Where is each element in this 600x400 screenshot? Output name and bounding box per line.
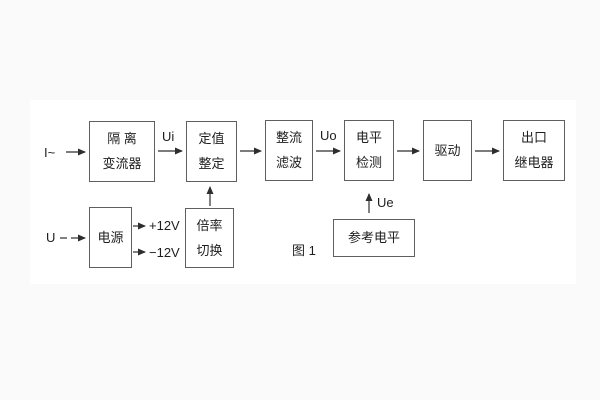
block-label: 整流 — [275, 130, 302, 145]
label-ue-signal: Ue — [377, 195, 394, 210]
block-power-supply: 电源 — [89, 207, 132, 268]
block-setting-adjust: 定值 整定 — [186, 121, 237, 182]
block-label: 整定 — [198, 156, 225, 171]
block-label: 定值 — [198, 131, 225, 146]
block-label: 倍率 — [196, 217, 223, 233]
block-drive: 驱动 — [423, 120, 472, 181]
block-label: 参考电平 — [347, 230, 400, 245]
block-ratio-switch: 倍率 切换 — [185, 208, 234, 268]
block-label: 驱动 — [434, 142, 461, 158]
block-label: 继电器 — [514, 155, 554, 170]
label-ui-signal: Ui — [162, 129, 175, 144]
block-level-detect: 电平 检测 — [344, 120, 394, 181]
block-label: 电源 — [97, 229, 124, 245]
label-input-current: I~ — [44, 145, 56, 160]
block-label: 出口 — [520, 130, 547, 145]
block-isolation-transformer: 隔 离 变流器 — [89, 121, 155, 182]
block-output-relay: 出口 继电器 — [503, 120, 565, 181]
label-plus-12v: +12V — [149, 218, 180, 233]
figure-caption: 图 1 — [292, 243, 316, 258]
label-input-voltage: U — [46, 230, 56, 245]
block-label: 隔 离 — [107, 131, 137, 146]
block-label: 变流器 — [102, 156, 142, 171]
block-reference-level: 参考电平 — [333, 219, 415, 257]
label-minus-12v: −12V — [149, 245, 180, 260]
block-label: 滤波 — [275, 155, 302, 170]
block-label: 切换 — [196, 242, 223, 258]
block-label: 检测 — [355, 155, 382, 170]
block-label: 电平 — [355, 130, 382, 145]
label-uo-signal: Uo — [320, 128, 337, 143]
block-rectifier-filter: 整流 滤波 — [265, 120, 313, 181]
